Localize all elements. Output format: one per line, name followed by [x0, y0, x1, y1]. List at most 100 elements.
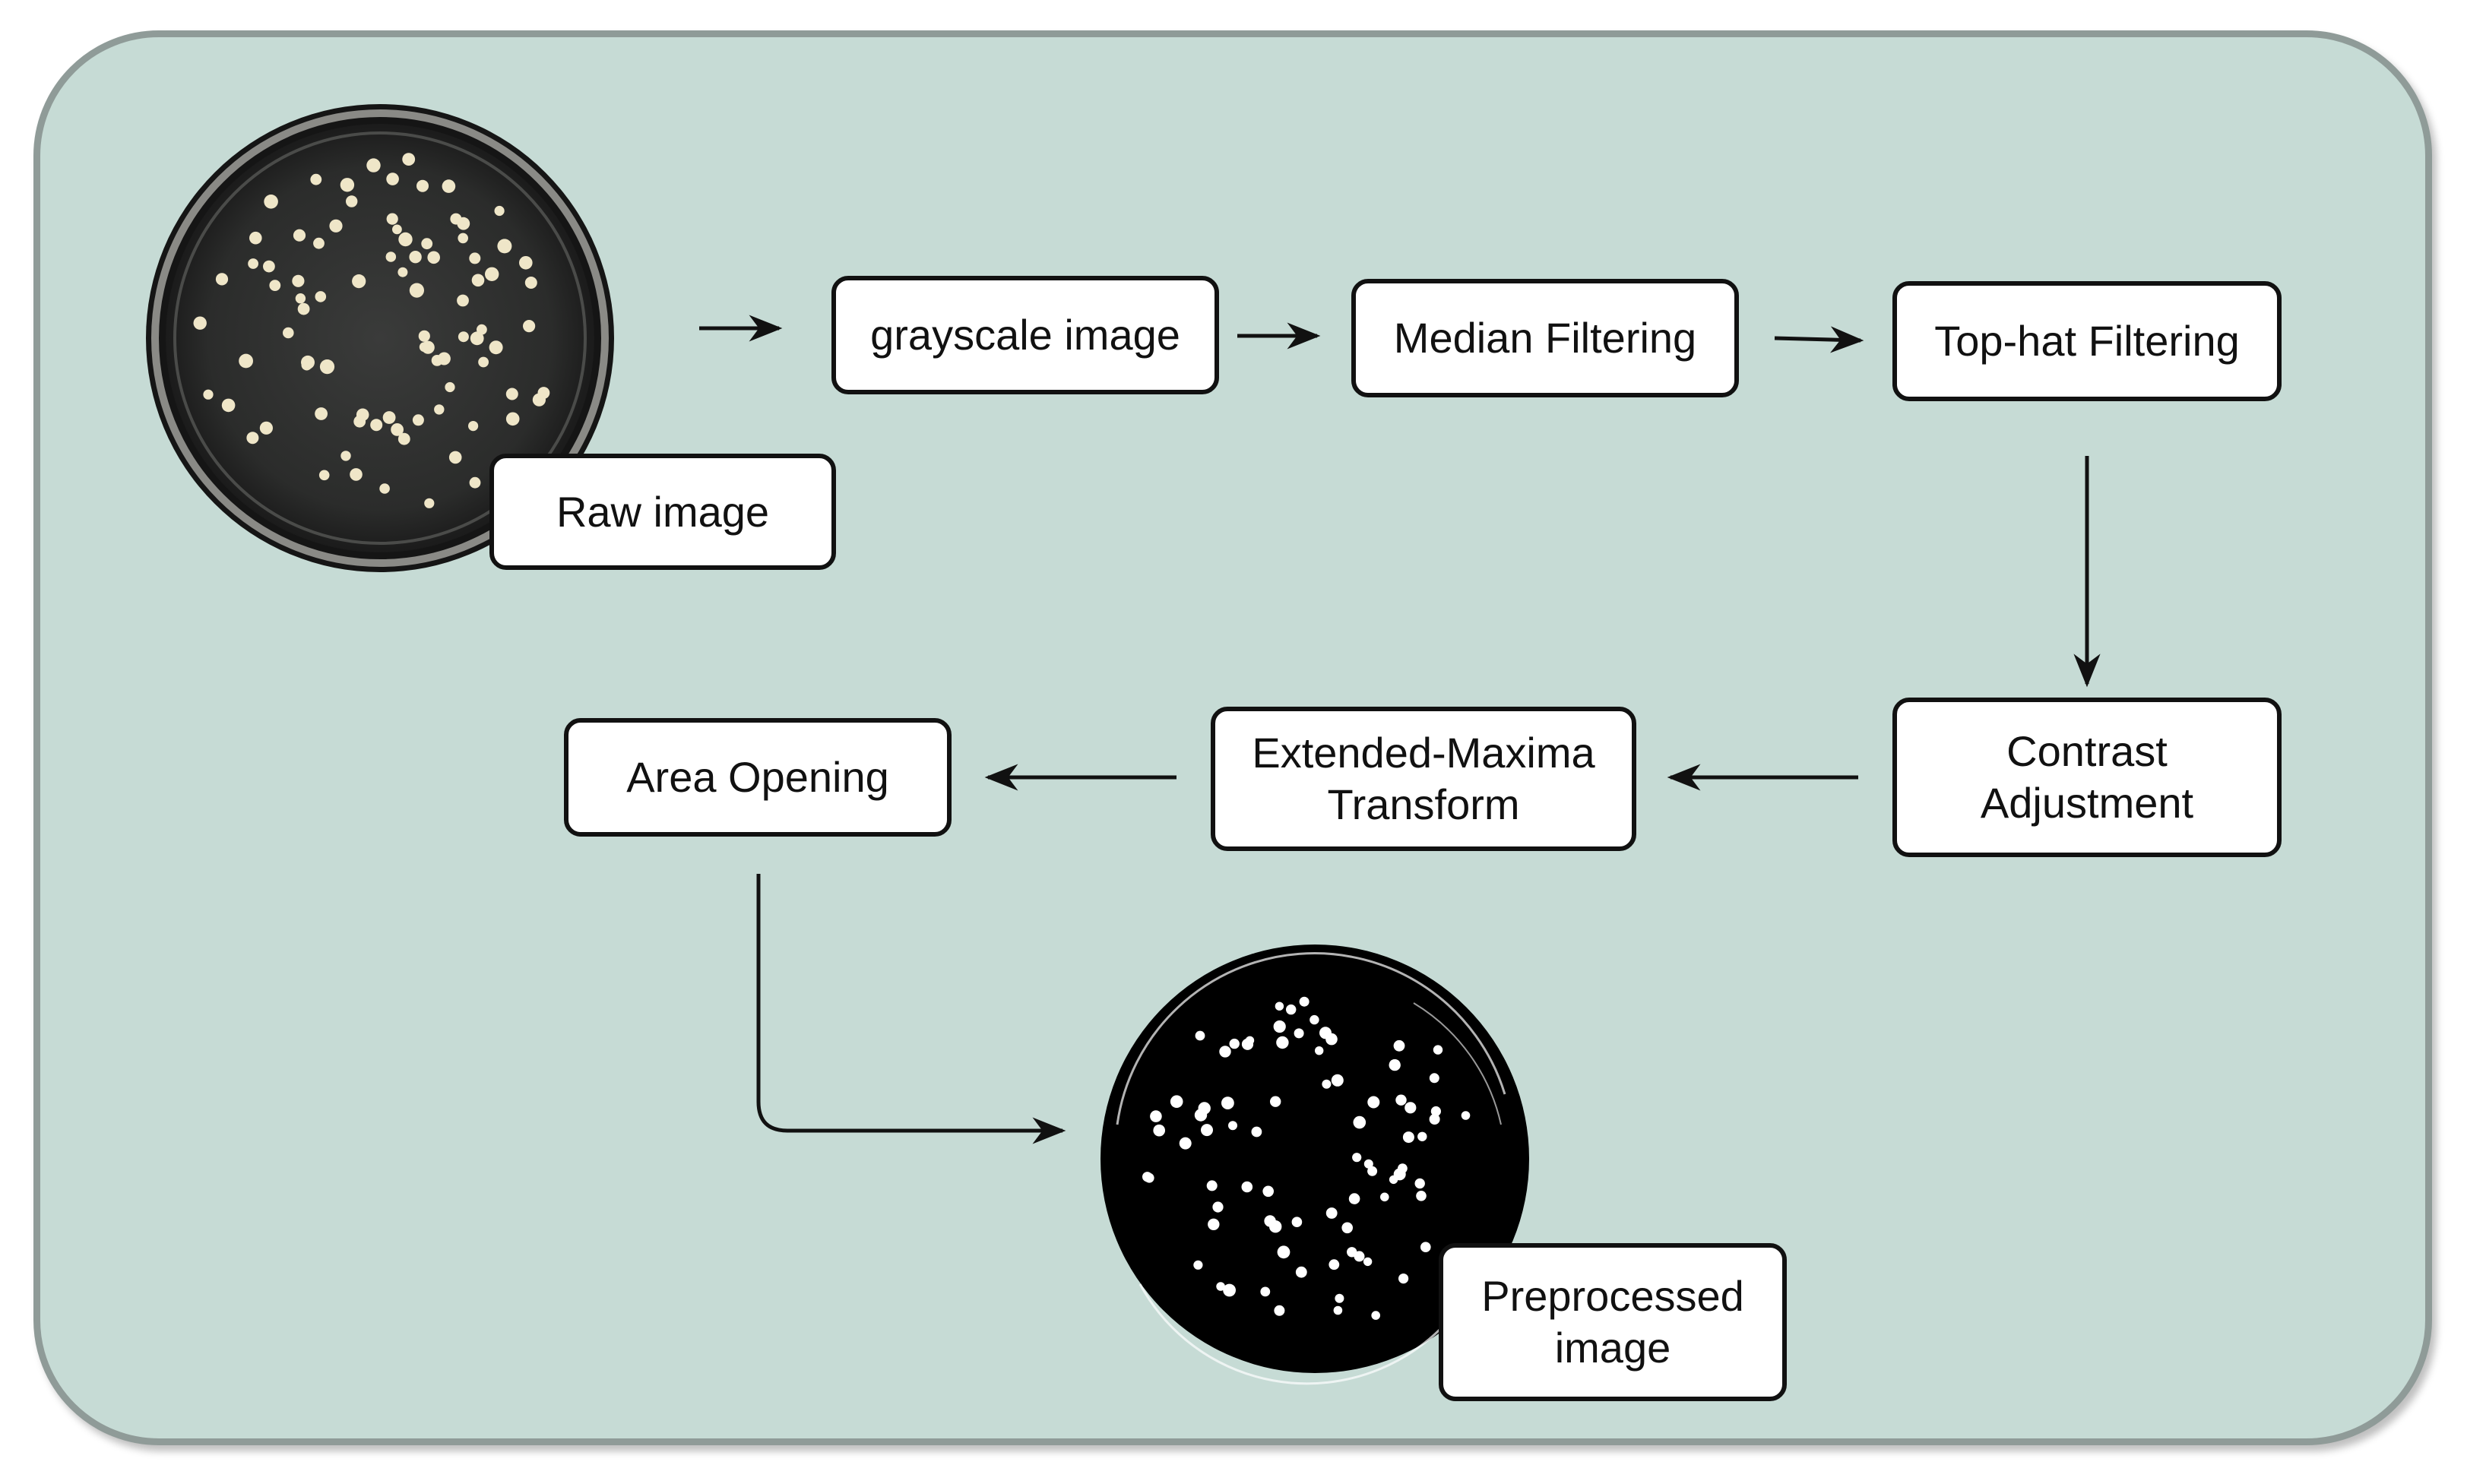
colony-dot [519, 256, 533, 270]
colony-dot [1212, 1201, 1224, 1213]
colony-dot [329, 219, 343, 233]
colony-dot [1417, 1131, 1427, 1142]
colony-dot [1216, 1282, 1225, 1291]
colony-dot [448, 451, 462, 464]
area-opening-box: Area Opening [564, 718, 952, 837]
colony-dot [1291, 1217, 1303, 1227]
colony-dot [1433, 1045, 1443, 1055]
colony-dot [1277, 1245, 1291, 1259]
colony-dot [1461, 1111, 1471, 1120]
colony-dot [470, 331, 484, 346]
colony-dot [1295, 1266, 1307, 1278]
colony-dot [1329, 1259, 1340, 1270]
colony-dot [1228, 1121, 1237, 1131]
colony-dot [292, 274, 305, 287]
colony-dot [366, 158, 381, 172]
colony-dot [489, 340, 503, 355]
median-filtering-box: Median Filtering [1351, 279, 1739, 397]
colony-dot [478, 356, 489, 368]
colony-dot [1245, 1036, 1255, 1046]
colony-dot [1389, 1058, 1401, 1071]
colony-dot [310, 173, 322, 185]
top-hat-filtering-box: Top-hat Filtering [1892, 281, 2282, 401]
colony-dot [1420, 1242, 1431, 1252]
colony-dot [1206, 1180, 1218, 1191]
colony-dot [1367, 1096, 1380, 1109]
colony-dot [409, 283, 425, 298]
colony-dot [1353, 1115, 1367, 1129]
colony-dot [386, 213, 398, 225]
colony-dot [471, 274, 485, 287]
grayscale-image-box: grayscale image [831, 276, 1219, 394]
colony-dot [346, 195, 358, 207]
colony-dot [295, 293, 306, 304]
colony-dot [494, 205, 505, 217]
colony-dot [1195, 1030, 1205, 1041]
colony-dot [391, 423, 404, 436]
colony-dot [193, 316, 207, 330]
colony-dot [1193, 1260, 1203, 1270]
colony-dot [1276, 1036, 1289, 1049]
colony-dot [379, 483, 390, 494]
arrow-area-opening-to-preprocessed [756, 874, 1066, 1144]
colony-dot [469, 252, 481, 264]
colony-dot [1335, 1293, 1344, 1303]
colony-dot [1331, 1074, 1344, 1087]
colony-dot [350, 468, 363, 481]
colony-dot [416, 179, 429, 192]
colony-dot [419, 342, 429, 353]
colony-dot [1310, 1014, 1319, 1025]
colony-dot [1363, 1257, 1373, 1267]
colony-dot [1325, 1207, 1338, 1219]
colony-dot [1260, 1286, 1271, 1297]
colony-dot [1429, 1073, 1439, 1084]
colony-dot [203, 389, 214, 400]
colony-dot [269, 280, 281, 291]
colony-dot [1275, 1001, 1284, 1011]
colony-dot [370, 419, 383, 432]
colony-dot [505, 412, 520, 426]
colony-dot [1325, 1033, 1338, 1046]
colony-dot [392, 224, 402, 235]
colony-dot [1363, 1159, 1373, 1169]
colony-dot [340, 451, 351, 461]
colony-dot [1269, 1220, 1282, 1233]
colony-dot [264, 194, 278, 209]
colony-dot [1208, 1218, 1220, 1231]
colony-dot [352, 274, 366, 289]
colony-dot [427, 251, 440, 264]
colony-dot [239, 353, 253, 369]
colony-dot [385, 252, 397, 262]
colony-dot [1348, 1193, 1360, 1204]
colony-dot [1398, 1274, 1409, 1284]
colony-dot [458, 331, 469, 343]
colony-dot [1223, 1283, 1236, 1297]
colony-dot [457, 217, 470, 230]
colony-dot [293, 229, 306, 242]
colony-dot [431, 355, 443, 366]
colony-dot [1221, 1096, 1234, 1109]
colony-dot [1274, 1305, 1285, 1316]
colony-dot [1315, 1046, 1324, 1055]
colony-dot [445, 381, 455, 393]
arrow-median-to-tophat [1774, 326, 1864, 353]
colony-dot [246, 432, 259, 445]
colony-dot [1333, 1305, 1343, 1315]
colony-dot [1402, 1131, 1414, 1144]
colony-dot [434, 404, 445, 415]
colony-dot [477, 324, 487, 335]
colony-dot [1273, 1020, 1286, 1033]
colony-dot [263, 260, 275, 273]
colony-dot [398, 232, 413, 247]
colony-dot [442, 179, 456, 193]
colony-dot [315, 291, 327, 302]
extended-maxima-transform-box: Extended-Maxima Transform [1211, 707, 1636, 851]
colony-dot [458, 233, 468, 244]
colony-dot [418, 330, 430, 342]
colony-dot [457, 294, 469, 307]
colony-dot [485, 267, 499, 281]
colony-dot [215, 273, 229, 286]
colony-dot [1341, 1222, 1353, 1234]
colony-dot [409, 251, 422, 264]
